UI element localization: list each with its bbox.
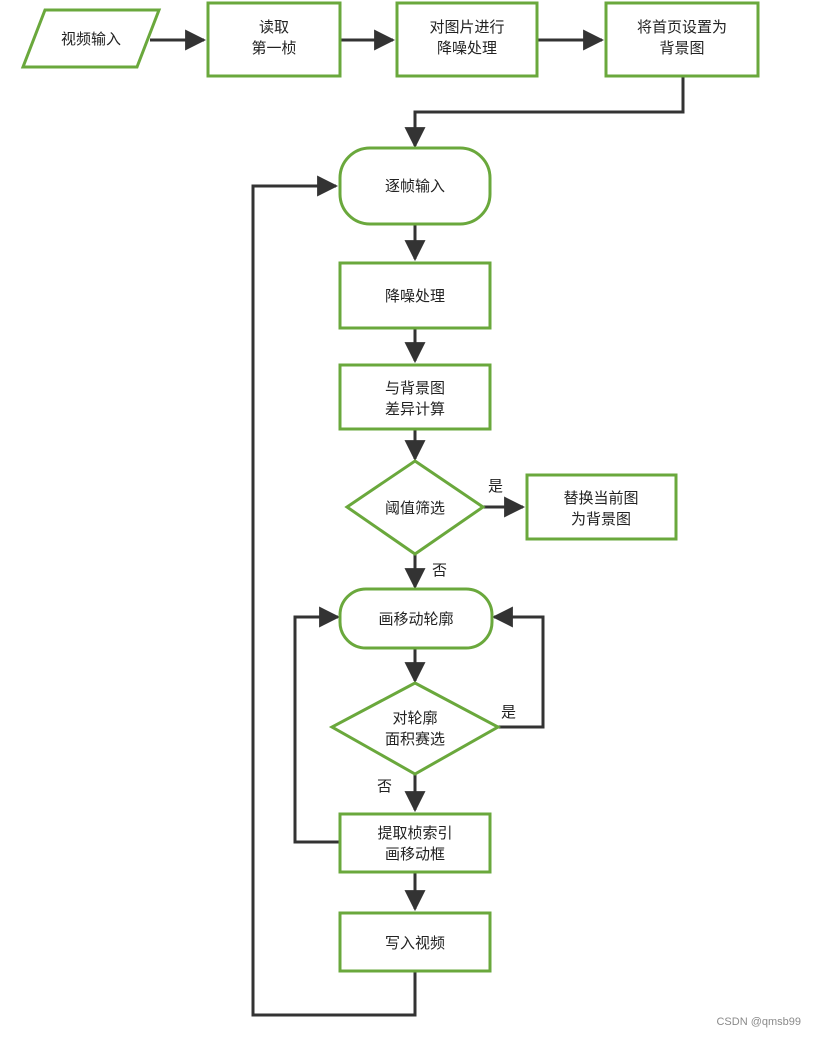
node-extract-index-label: 提取桢索引画移动框	[377, 824, 452, 863]
node-extract-index-line-1: 提取桢索引	[377, 824, 452, 842]
node-shape-threshold	[344, 459, 486, 556]
node-draw-contours-label: 画移动轮廓	[378, 610, 453, 628]
node-denoise-image-line-1: 对图片进行	[429, 18, 504, 36]
node-denoise-image-line-2: 降噪处理	[437, 39, 497, 57]
node-read-first-frame-line-1: 读取	[259, 18, 289, 36]
node-write-video-line-1: 写入视频	[385, 934, 445, 952]
node-set-background-line-2: 背景图	[659, 39, 704, 57]
node-threshold-label: 阈值筛选	[385, 499, 445, 517]
node-shape-replace-bg	[525, 473, 678, 541]
watermark-text: CSDN @qmsb99	[716, 1016, 801, 1028]
node-shape-write-video	[338, 911, 492, 973]
node-replace-bg-line-1: 替换当前图	[563, 489, 638, 507]
edge-labels: 是 否 是 否	[377, 477, 516, 795]
node-read-first-frame-line-2: 第一桢	[251, 39, 296, 57]
edges	[150, 29, 685, 1017]
node-frame-input-label: 逐帧输入	[385, 177, 445, 195]
edge-label-area-no: 否	[377, 777, 392, 795]
node-shape-extract-index	[338, 812, 492, 874]
node-shape-diff-calc	[338, 363, 492, 431]
node-draw-contours-line-1: 画移动轮廓	[378, 610, 453, 628]
node-denoise-label: 降噪处理	[385, 287, 445, 305]
node-area-filter-line-1: 对轮廓	[392, 709, 437, 727]
node-shape-set-background	[604, 1, 760, 78]
edge-label-threshold-no: 否	[432, 561, 447, 579]
node-diff-calc-line-2: 差异计算	[385, 400, 445, 418]
edge-set-background-to-frame-input	[404, 76, 685, 149]
node-shape-draw-contours	[338, 587, 494, 650]
node-video-input-line-1: 视频输入	[61, 30, 121, 48]
node-extract-index-line-2: 画移动框	[385, 845, 445, 863]
node-threshold-line-1: 阈值筛选	[385, 499, 445, 517]
node-video-input-label: 视频输入	[61, 30, 121, 48]
edge-write-video-loop	[251, 175, 417, 1017]
node-frame-input-line-1: 逐帧输入	[385, 177, 445, 195]
edge-extract-index-loop	[293, 606, 341, 844]
node-denoise-image-label: 对图片进行降噪处理	[429, 18, 504, 57]
node-shape-read-first-frame	[206, 1, 342, 78]
edge-area-filter-yes-loop	[491, 606, 545, 729]
node-write-video-label: 写入视频	[385, 934, 445, 952]
node-replace-bg-label: 替换当前图为背景图	[563, 489, 638, 528]
edge-label-threshold-yes: 是	[488, 477, 503, 495]
node-area-filter-line-2: 面积赛选	[385, 730, 445, 748]
edge-label-area-yes: 是	[501, 703, 516, 721]
node-shape-denoise-image	[395, 1, 539, 78]
node-set-background-label: 将首页设置为背景图	[637, 18, 727, 57]
node-set-background-line-1: 将首页设置为	[637, 18, 727, 36]
node-area-filter-label: 对轮廓面积赛选	[385, 709, 445, 748]
nodes	[20, 1, 760, 973]
node-shape-frame-input	[338, 146, 492, 226]
node-labels: 视频输入 读取第一桢 对图片进行降噪处理 将首页设置为背景图 逐帧输入 降噪处理…	[61, 18, 727, 952]
node-shape-area-filter	[328, 681, 502, 776]
node-shape-video-input	[20, 8, 162, 69]
node-read-first-frame-label: 读取第一桢	[251, 18, 296, 57]
node-diff-calc-line-1: 与背景图	[385, 379, 445, 397]
node-diff-calc-label: 与背景图差异计算	[385, 379, 445, 418]
node-denoise-line-1: 降噪处理	[385, 287, 445, 305]
node-shape-denoise	[338, 261, 492, 330]
node-replace-bg-line-2: 为背景图	[571, 510, 631, 528]
